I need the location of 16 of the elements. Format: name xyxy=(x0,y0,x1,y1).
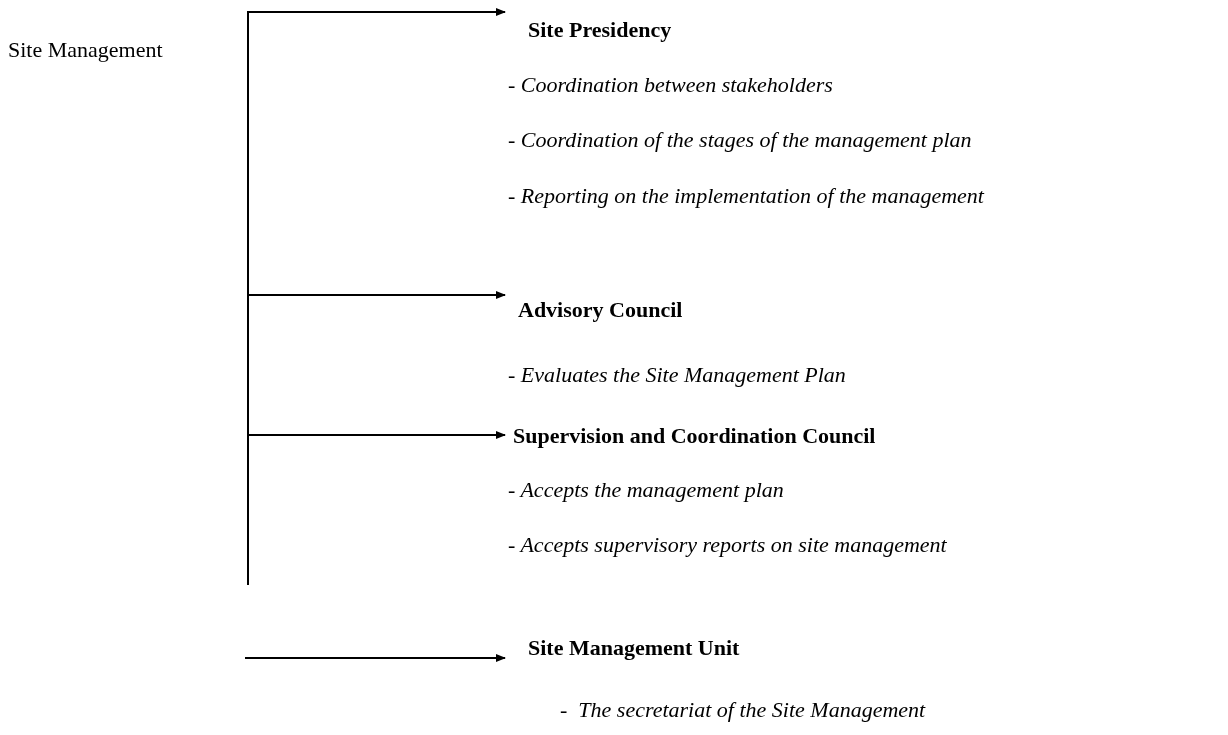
duty-text: - Accepts supervisory reports on site management xyxy=(508,532,947,558)
unit-heading: Site Presidency xyxy=(528,17,672,43)
unit-heading: Supervision and Coordination Council xyxy=(513,423,876,449)
duty-text: - Accepts the management plan xyxy=(508,477,784,503)
duty-text: - Reporting on the implementation of the management xyxy=(508,183,984,209)
unit-heading: Site Management Unit xyxy=(528,635,740,661)
duty-text: - The secretariat of the Site Management xyxy=(560,697,926,723)
duty-text: - Evaluates the Site Management Plan xyxy=(508,362,846,388)
duty-text: - Coordination of the stages of the management plan xyxy=(508,127,972,153)
arrow xyxy=(247,291,506,299)
heading-label: Site Management xyxy=(8,37,163,63)
arrow xyxy=(244,654,506,662)
unit-heading: Advisory Council xyxy=(518,297,683,323)
arrow xyxy=(247,8,506,16)
arrow xyxy=(247,431,506,439)
duty-text: - Coordination between stakeholders xyxy=(508,72,833,98)
